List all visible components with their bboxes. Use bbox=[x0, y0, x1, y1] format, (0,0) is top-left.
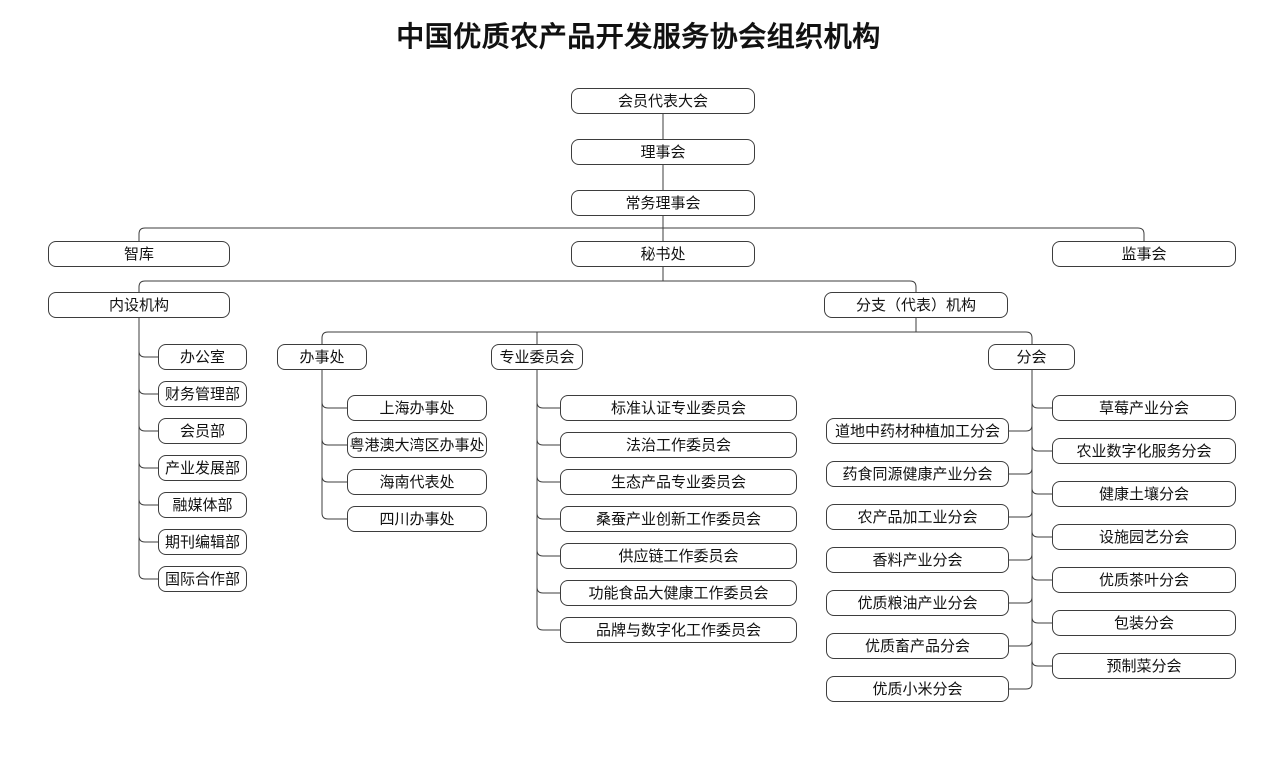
node-branch-organs: 分支（代表）机构 bbox=[824, 292, 1008, 318]
node-standing-council: 常务理事会 bbox=[571, 190, 755, 216]
org-node: 功能食品大健康工作委员会 bbox=[560, 580, 797, 606]
org-node: 融媒体部 bbox=[158, 492, 247, 518]
org-node: 优质茶叶分会 bbox=[1052, 567, 1236, 593]
node-sub-associations: 分会 bbox=[988, 344, 1075, 370]
org-node: 期刊编辑部 bbox=[158, 529, 247, 555]
org-node: 会员部 bbox=[158, 418, 247, 444]
org-node: 农业数字化服务分会 bbox=[1052, 438, 1236, 464]
org-node: 优质畜产品分会 bbox=[826, 633, 1009, 659]
org-node: 供应链工作委员会 bbox=[560, 543, 797, 569]
org-node: 品牌与数字化工作委员会 bbox=[560, 617, 797, 643]
node-committees: 专业委员会 bbox=[491, 344, 583, 370]
node-think-tank: 智库 bbox=[48, 241, 230, 267]
org-node: 国际合作部 bbox=[158, 566, 247, 592]
org-node: 粤港澳大湾区办事处 bbox=[347, 432, 487, 458]
node-secretariat: 秘书处 bbox=[571, 241, 755, 267]
org-node: 标准认证专业委员会 bbox=[560, 395, 797, 421]
node-internal-organs: 内设机构 bbox=[48, 292, 230, 318]
org-node: 四川办事处 bbox=[347, 506, 487, 532]
chart-title: 中国优质农产品开发服务协会组织机构 bbox=[396, 21, 881, 52]
org-node: 药食同源健康产业分会 bbox=[826, 461, 1009, 487]
org-node: 农产品加工业分会 bbox=[826, 504, 1009, 530]
org-node: 健康土壤分会 bbox=[1052, 481, 1236, 507]
node-offices: 办事处 bbox=[277, 344, 367, 370]
org-node: 香料产业分会 bbox=[826, 547, 1009, 573]
org-node: 道地中药材种植加工分会 bbox=[826, 418, 1009, 444]
org-node: 设施园艺分会 bbox=[1052, 524, 1236, 550]
org-node: 财务管理部 bbox=[158, 381, 247, 407]
org-node: 法治工作委员会 bbox=[560, 432, 797, 458]
node-supervisory-board: 监事会 bbox=[1052, 241, 1236, 267]
org-node: 优质小米分会 bbox=[826, 676, 1009, 702]
org-node: 产业发展部 bbox=[158, 455, 247, 481]
node-council: 理事会 bbox=[571, 139, 755, 165]
org-node: 优质粮油产业分会 bbox=[826, 590, 1009, 616]
org-node: 桑蚕产业创新工作委员会 bbox=[560, 506, 797, 532]
org-node: 办公室 bbox=[158, 344, 247, 370]
org-node: 生态产品专业委员会 bbox=[560, 469, 797, 495]
org-node: 上海办事处 bbox=[347, 395, 487, 421]
org-node: 草莓产业分会 bbox=[1052, 395, 1236, 421]
node-congress: 会员代表大会 bbox=[571, 88, 755, 114]
org-node: 包装分会 bbox=[1052, 610, 1236, 636]
org-node: 预制菜分会 bbox=[1052, 653, 1236, 679]
org-node: 海南代表处 bbox=[347, 469, 487, 495]
